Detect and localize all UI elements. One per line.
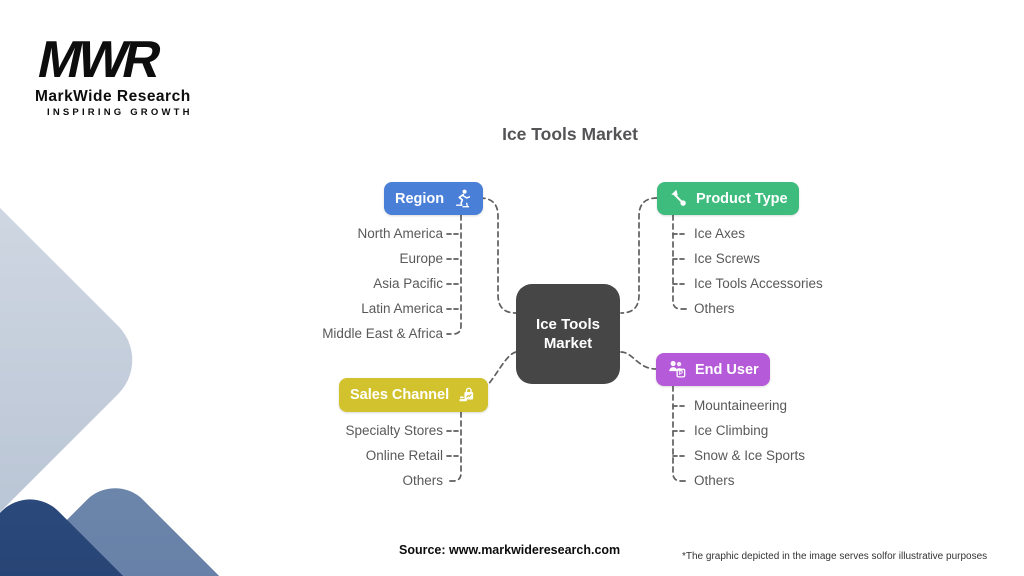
disclaimer-text: *The graphic depicted in the image serve…: [682, 551, 988, 562]
leaf-enduser-item: Others: [694, 473, 735, 488]
ice-axe-icon: [671, 189, 686, 206]
branch-node-end-user: P End User: [656, 353, 770, 386]
leaf-product-item: Ice Axes: [694, 226, 746, 241]
branch-label-end-user: End User: [695, 361, 759, 378]
central-node-label-line2: Market: [543, 335, 593, 352]
leaf-enduser-item: Mountaineering: [694, 398, 788, 413]
markwide-logo: MWR MarkWide Research INSPIRING GROWTH: [33, 31, 235, 118]
users-icon: P: [669, 361, 686, 378]
leaf-sales-item: Online Retail: [365, 448, 443, 463]
leaf-product-item: Ice Tools Accessories: [694, 276, 823, 291]
logo-name: MarkWide Research: [35, 88, 191, 105]
branch-node-region: Region: [384, 182, 484, 215]
source-text: Source: www.markwideresearch.com: [399, 543, 621, 557]
leaf-region-item: Asia Pacific: [373, 276, 443, 291]
cash-register-icon: [459, 387, 474, 401]
leaf-sales-item: Specialty Stores: [345, 423, 443, 438]
central-node-label-line1: Ice Tools: [536, 315, 600, 333]
svg-text:P: P: [679, 370, 683, 377]
leaf-enduser-item: Ice Climbing: [694, 423, 769, 438]
branch-label-region: Region: [395, 190, 445, 207]
branch-node-product-type: Product Type: [657, 182, 799, 215]
branch-label-sales-channel: Sales Channel: [350, 387, 450, 403]
leaf-product-item: Ice Screws: [694, 251, 761, 266]
leaf-region-item: Europe: [399, 251, 443, 266]
branch-node-sales-channel: Sales Channel: [339, 378, 489, 412]
leaf-sales-item: Others: [402, 473, 443, 488]
leaf-enduser-item: Snow & Ice Sports: [694, 448, 806, 463]
branch-label-product-type: Product Type: [696, 190, 788, 207]
leaf-region-item: North America: [357, 226, 443, 241]
page-title: Ice Tools Market: [502, 124, 638, 144]
leaf-product-item: Others: [694, 301, 735, 316]
skater-icon: [456, 189, 471, 208]
logo-tagline: INSPIRING GROWTH: [47, 107, 193, 118]
central-node: Ice Tools Market: [516, 284, 620, 384]
leaf-region-item: Latin America: [361, 301, 443, 316]
leaf-region-item: Middle East & Africa: [322, 326, 443, 341]
